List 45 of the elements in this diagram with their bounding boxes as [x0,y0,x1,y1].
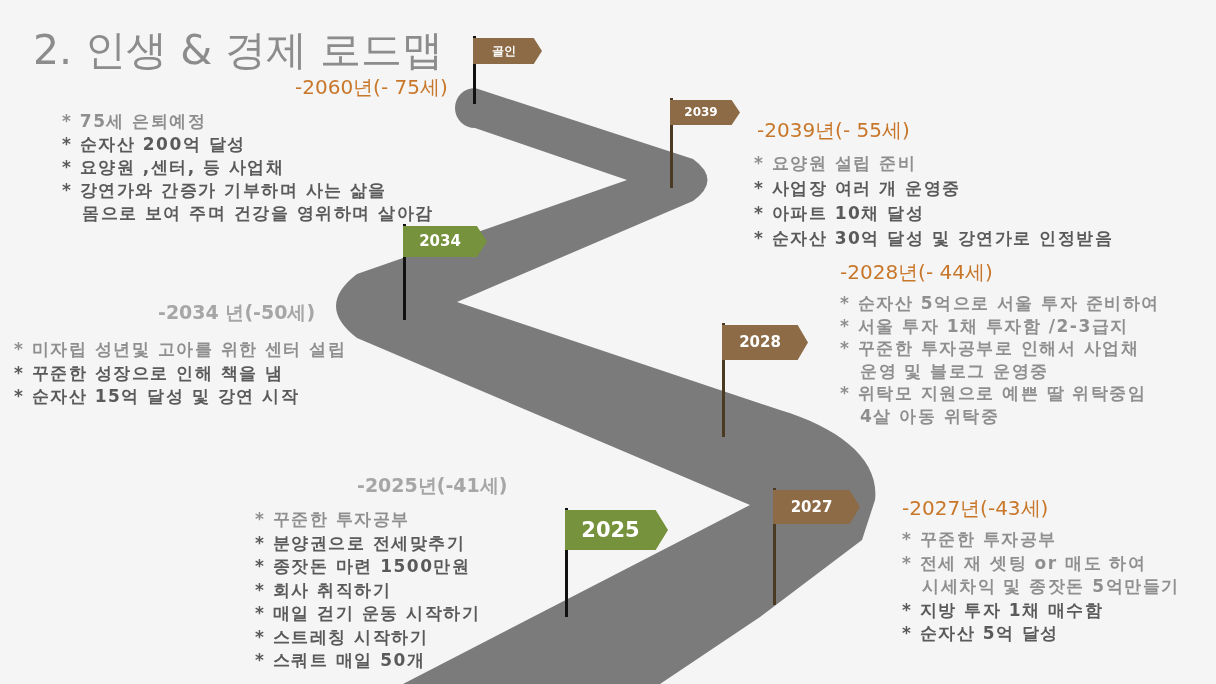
bullet-item: * 지방 투자 1채 매수함 [902,598,1105,622]
milestone-heading: -2039년(- 55세) [757,117,910,143]
bullet-item: * 순자산 30억 달성 및 강연가로 인정받음 [754,227,1115,250]
milestone-heading: -2027년(-43세) [902,495,1049,521]
flag-banner [670,100,740,125]
bullet-item: * 꾸준한 성장으로 인해 책을 냄 [14,361,285,385]
flag-banner [722,325,808,360]
bullet-item: * 사업장 여러 개 운영중 [754,177,962,200]
bullet-item: * 매일 걷기 운동 시작하기 [255,602,482,625]
milestone-heading: -2028년(- 44세) [840,259,993,285]
page-title: 2. 인생 & 경제 로드맵 [33,25,444,75]
flag-label: 2027 [789,497,834,518]
bullet-item: * 미자립 성년및 고아를 위한 센터 설립 [14,338,348,361]
bullet-item: * 서울 투자 1채 투자함 /2-3급지 [840,314,1130,337]
flag-label: 2025 [580,517,641,544]
flag-banner [773,490,860,524]
flag-banner [403,226,487,257]
bullet-item: * 종잣돈 마련 1500만원 [255,555,472,578]
bullet-item: * 분양권으로 전세맞추기 [255,531,467,555]
bullet-item: * 꾸준한 투자공부 [902,528,1058,551]
bullet-item: * 요양원 ,센터, 등 사업채 [62,156,286,179]
bullet-item: * 스쿼트 매일 50개 [255,649,427,672]
bullet-item: * 강연가와 간증가 기부하며 사는 삶을 몸으로 보여 주며 건강을 영위하며 살아감 [62,179,435,225]
flag-label: 2028 [738,332,782,353]
flag-banner [565,510,668,550]
bullet-item: * 아파트 10채 달성 [754,202,926,225]
flag-label: 골인 [490,43,517,60]
bullet-item: * 순자산 5억 달성 [902,622,1060,645]
bullet-item: * 꾸준한 투자공부 [255,508,411,531]
flag-banner [473,38,542,64]
bullet-item: * 스트레칭 시작하기 [255,625,430,649]
bullet-item: * 위탁모 지원으로 예쁜 딸 위탁중임 4살 아동 위탁중 [840,382,1148,427]
bullet-item: * 요양원 설립 준비 [754,152,918,175]
flag-label: 2034 [418,231,462,252]
bullet-item: * 전세 재 셋팅 or 매도 하여 시세차익 및 종잣돈 5억만들기 [902,551,1181,598]
milestone-heading: -2034 년(-50세) [158,300,316,325]
bullet-item: * 꾸준한 투자공부로 인해서 사업채 운영 및 블로그 운영중 [840,337,1141,382]
milestone-heading: -2025년(-41세) [357,473,508,498]
bullet-item: * 회사 취직하기 [255,578,393,602]
bullet-item: * 순자산 15억 달성 및 강연 시작 [14,385,301,408]
bullet-item: * 75세 은퇴예정 [62,110,208,133]
flag-label: 2039 [683,104,719,121]
bullet-item: * 순자산 5억으로 서울 투자 준비하여 [840,292,1161,315]
milestone-heading: -2060년(- 75세) [295,74,448,100]
bullet-item: * 순자산 200억 달성 [62,133,247,156]
